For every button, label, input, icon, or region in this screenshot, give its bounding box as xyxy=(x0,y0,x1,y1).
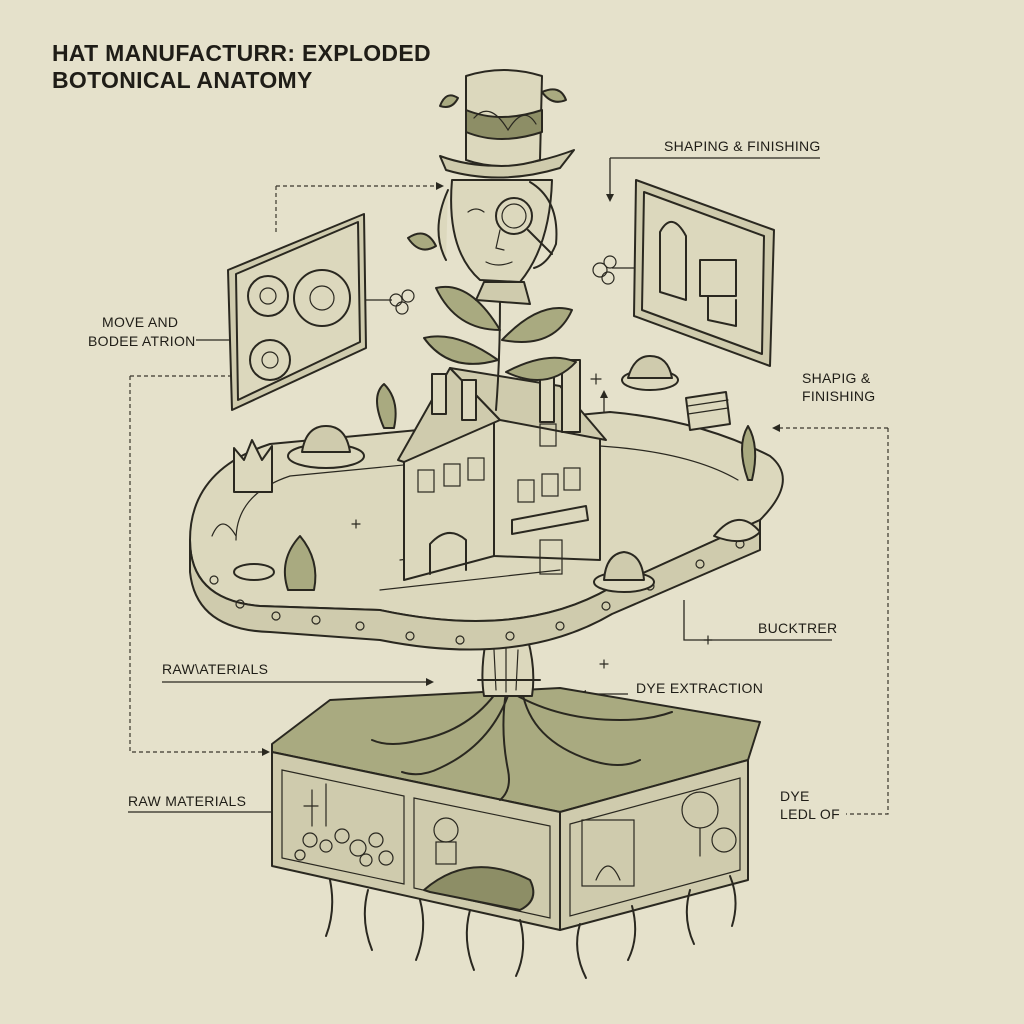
label-shaping-right-line-2: FINISHING xyxy=(802,388,876,404)
label-dye-line-2: LEDL OF xyxy=(780,806,840,822)
label-shaping-right-line-1: SHAPIG & xyxy=(802,370,871,386)
tree-trunk xyxy=(477,639,541,697)
right-panel xyxy=(592,179,775,367)
title-line-2: BOTONICAL ANATOMY xyxy=(52,67,313,93)
label-move-line-1: MOVE AND xyxy=(102,314,179,330)
diagram-title: HAT MANUFACTURR: EXPLODED BOTONICAL ANAT… xyxy=(52,40,492,94)
label-dye-line-1: DYE xyxy=(780,788,810,804)
roots xyxy=(325,689,737,979)
label-raw-materials-mid: RAW\ATERIALS xyxy=(162,661,269,677)
factory-building xyxy=(397,359,607,581)
label-bucktrer: BUCKTRER xyxy=(758,620,838,636)
label-dye-extraction: DYE EXTRACTION xyxy=(636,680,764,696)
left-panel xyxy=(227,213,415,411)
hatter-head xyxy=(437,69,575,305)
label-move-line-2: BODEE ATRION xyxy=(88,333,196,349)
platform-props xyxy=(211,355,761,593)
sapling xyxy=(407,232,577,411)
sparkles xyxy=(351,373,713,669)
soil-block xyxy=(271,687,761,931)
title-line-1: HAT MANUFACTURR: EXPLODED xyxy=(52,40,431,66)
label-shaping-finishing-top: SHAPING & FINISHING xyxy=(664,138,821,154)
label-raw-materials-bottom: RAW MATERIALS xyxy=(128,793,247,809)
